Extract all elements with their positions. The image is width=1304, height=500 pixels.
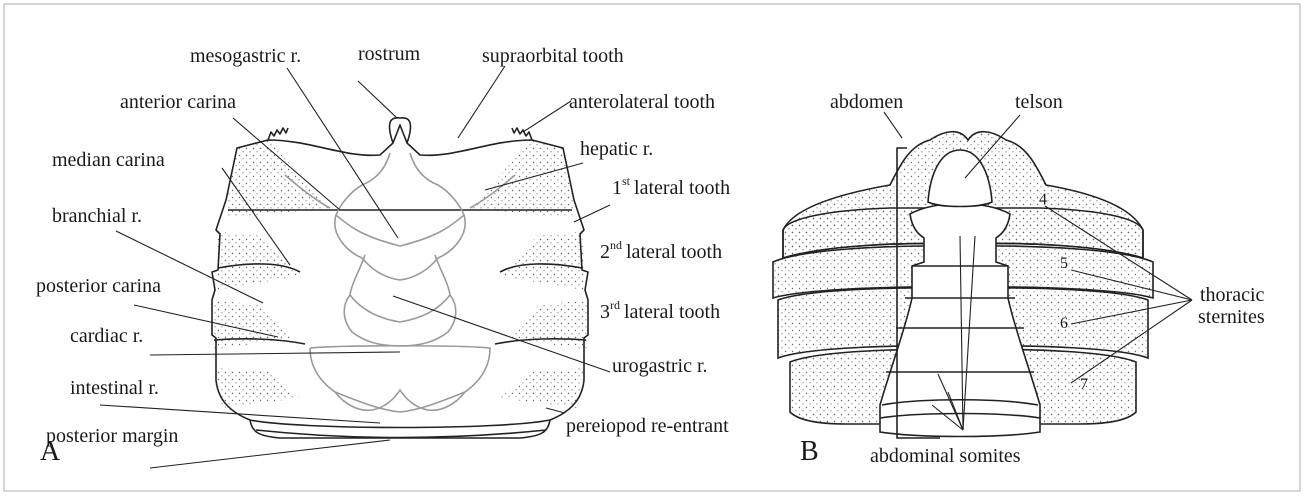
label-cardiac: cardiac r. [70,325,143,347]
label-supraorbital-tooth: supraorbital tooth [482,45,624,67]
label-urogastric: urogastric r. [612,355,708,377]
label-intestinal: intestinal r. [70,377,159,399]
label-hepatic: hepatic r. [580,138,653,160]
label-branchial: branchial r. [52,205,142,227]
anterolateral-tooth-right [512,128,532,140]
label-anterolateral-tooth: anterolateral tooth [569,91,715,113]
label-sternite-5: 5 [1060,255,1068,272]
panel-a-carapace: rostrum mesogastric r. supraorbital toot… [36,43,730,468]
label-anterior-carina: anterior carina [120,91,236,113]
label-pereiopod-re-entrant: pereiopod re-entrant [566,415,729,437]
label-sternite-4: 4 [1039,191,1047,208]
anterolateral-tooth-left [268,128,288,140]
carapace-stipple [212,140,588,408]
label-posterior-carina: posterior carina [36,275,161,297]
label-sternites: sternites [1198,306,1265,328]
label-sternite-6: 6 [1060,315,1068,332]
label-abdominal-somites: abdominal somites [870,445,1021,467]
posterior-margin-strip [250,420,550,438]
label-median-carina: median carina [52,149,165,171]
panel-b-sternum: abdomen telson 4 5 6 7 thoracic sternite… [773,91,1265,467]
label-mesogastric: mesogastric r. [190,45,301,67]
panel-letter-a: A [40,436,61,467]
label-abdomen: abdomen [830,91,903,113]
label-thoracic: thoracic [1200,284,1265,306]
posterior-margin-line [256,430,546,438]
label-posterior-margin: posterior margin [46,425,178,447]
label-telson: telson [1015,91,1063,113]
label-sternite-7: 7 [1080,376,1088,393]
rostrum-shape [389,118,410,143]
panel-letter-b: B [800,436,819,467]
label-rostrum: rostrum [358,43,421,65]
